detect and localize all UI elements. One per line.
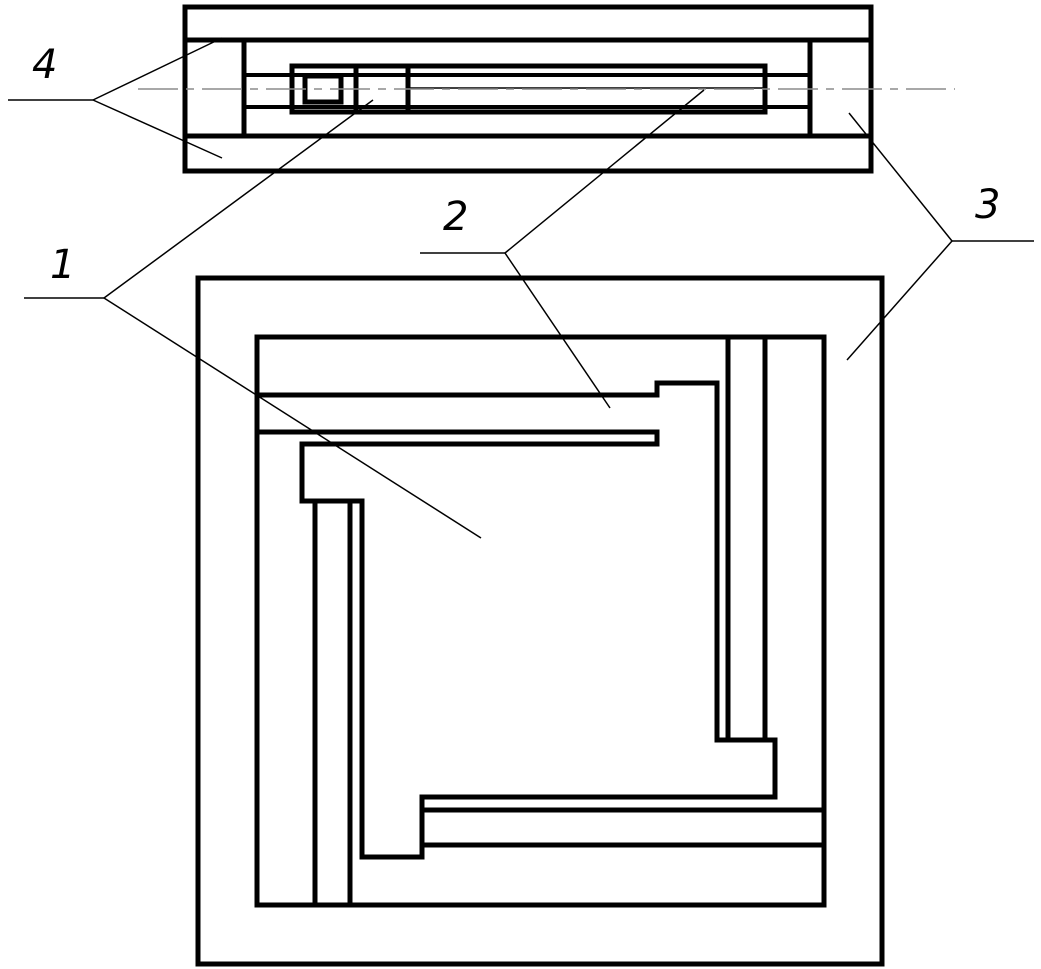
section-left-block	[182, 37, 247, 139]
callout-3: 3	[846, 112, 1034, 361]
plan-strip-top	[257, 380, 778, 860]
section-right-block	[807, 37, 874, 139]
callout-2-label: 2	[443, 194, 468, 240]
callouts: 4 1 2 3	[8, 37, 1034, 539]
section-bottom-layer	[182, 133, 874, 174]
callout-4-label: 4	[32, 42, 57, 88]
section-top-layer	[182, 4, 874, 43]
callout-4: 4	[8, 37, 223, 159]
plan-inner-frame	[254, 334, 827, 908]
callout-2: 2	[420, 89, 705, 409]
plan-outer-frame	[195, 275, 885, 967]
callout-3-label: 3	[975, 182, 1000, 228]
section-view	[138, 4, 955, 174]
callout-1: 1	[24, 99, 482, 539]
plan-view	[195, 275, 885, 967]
callout-1-label: 1	[50, 242, 75, 288]
